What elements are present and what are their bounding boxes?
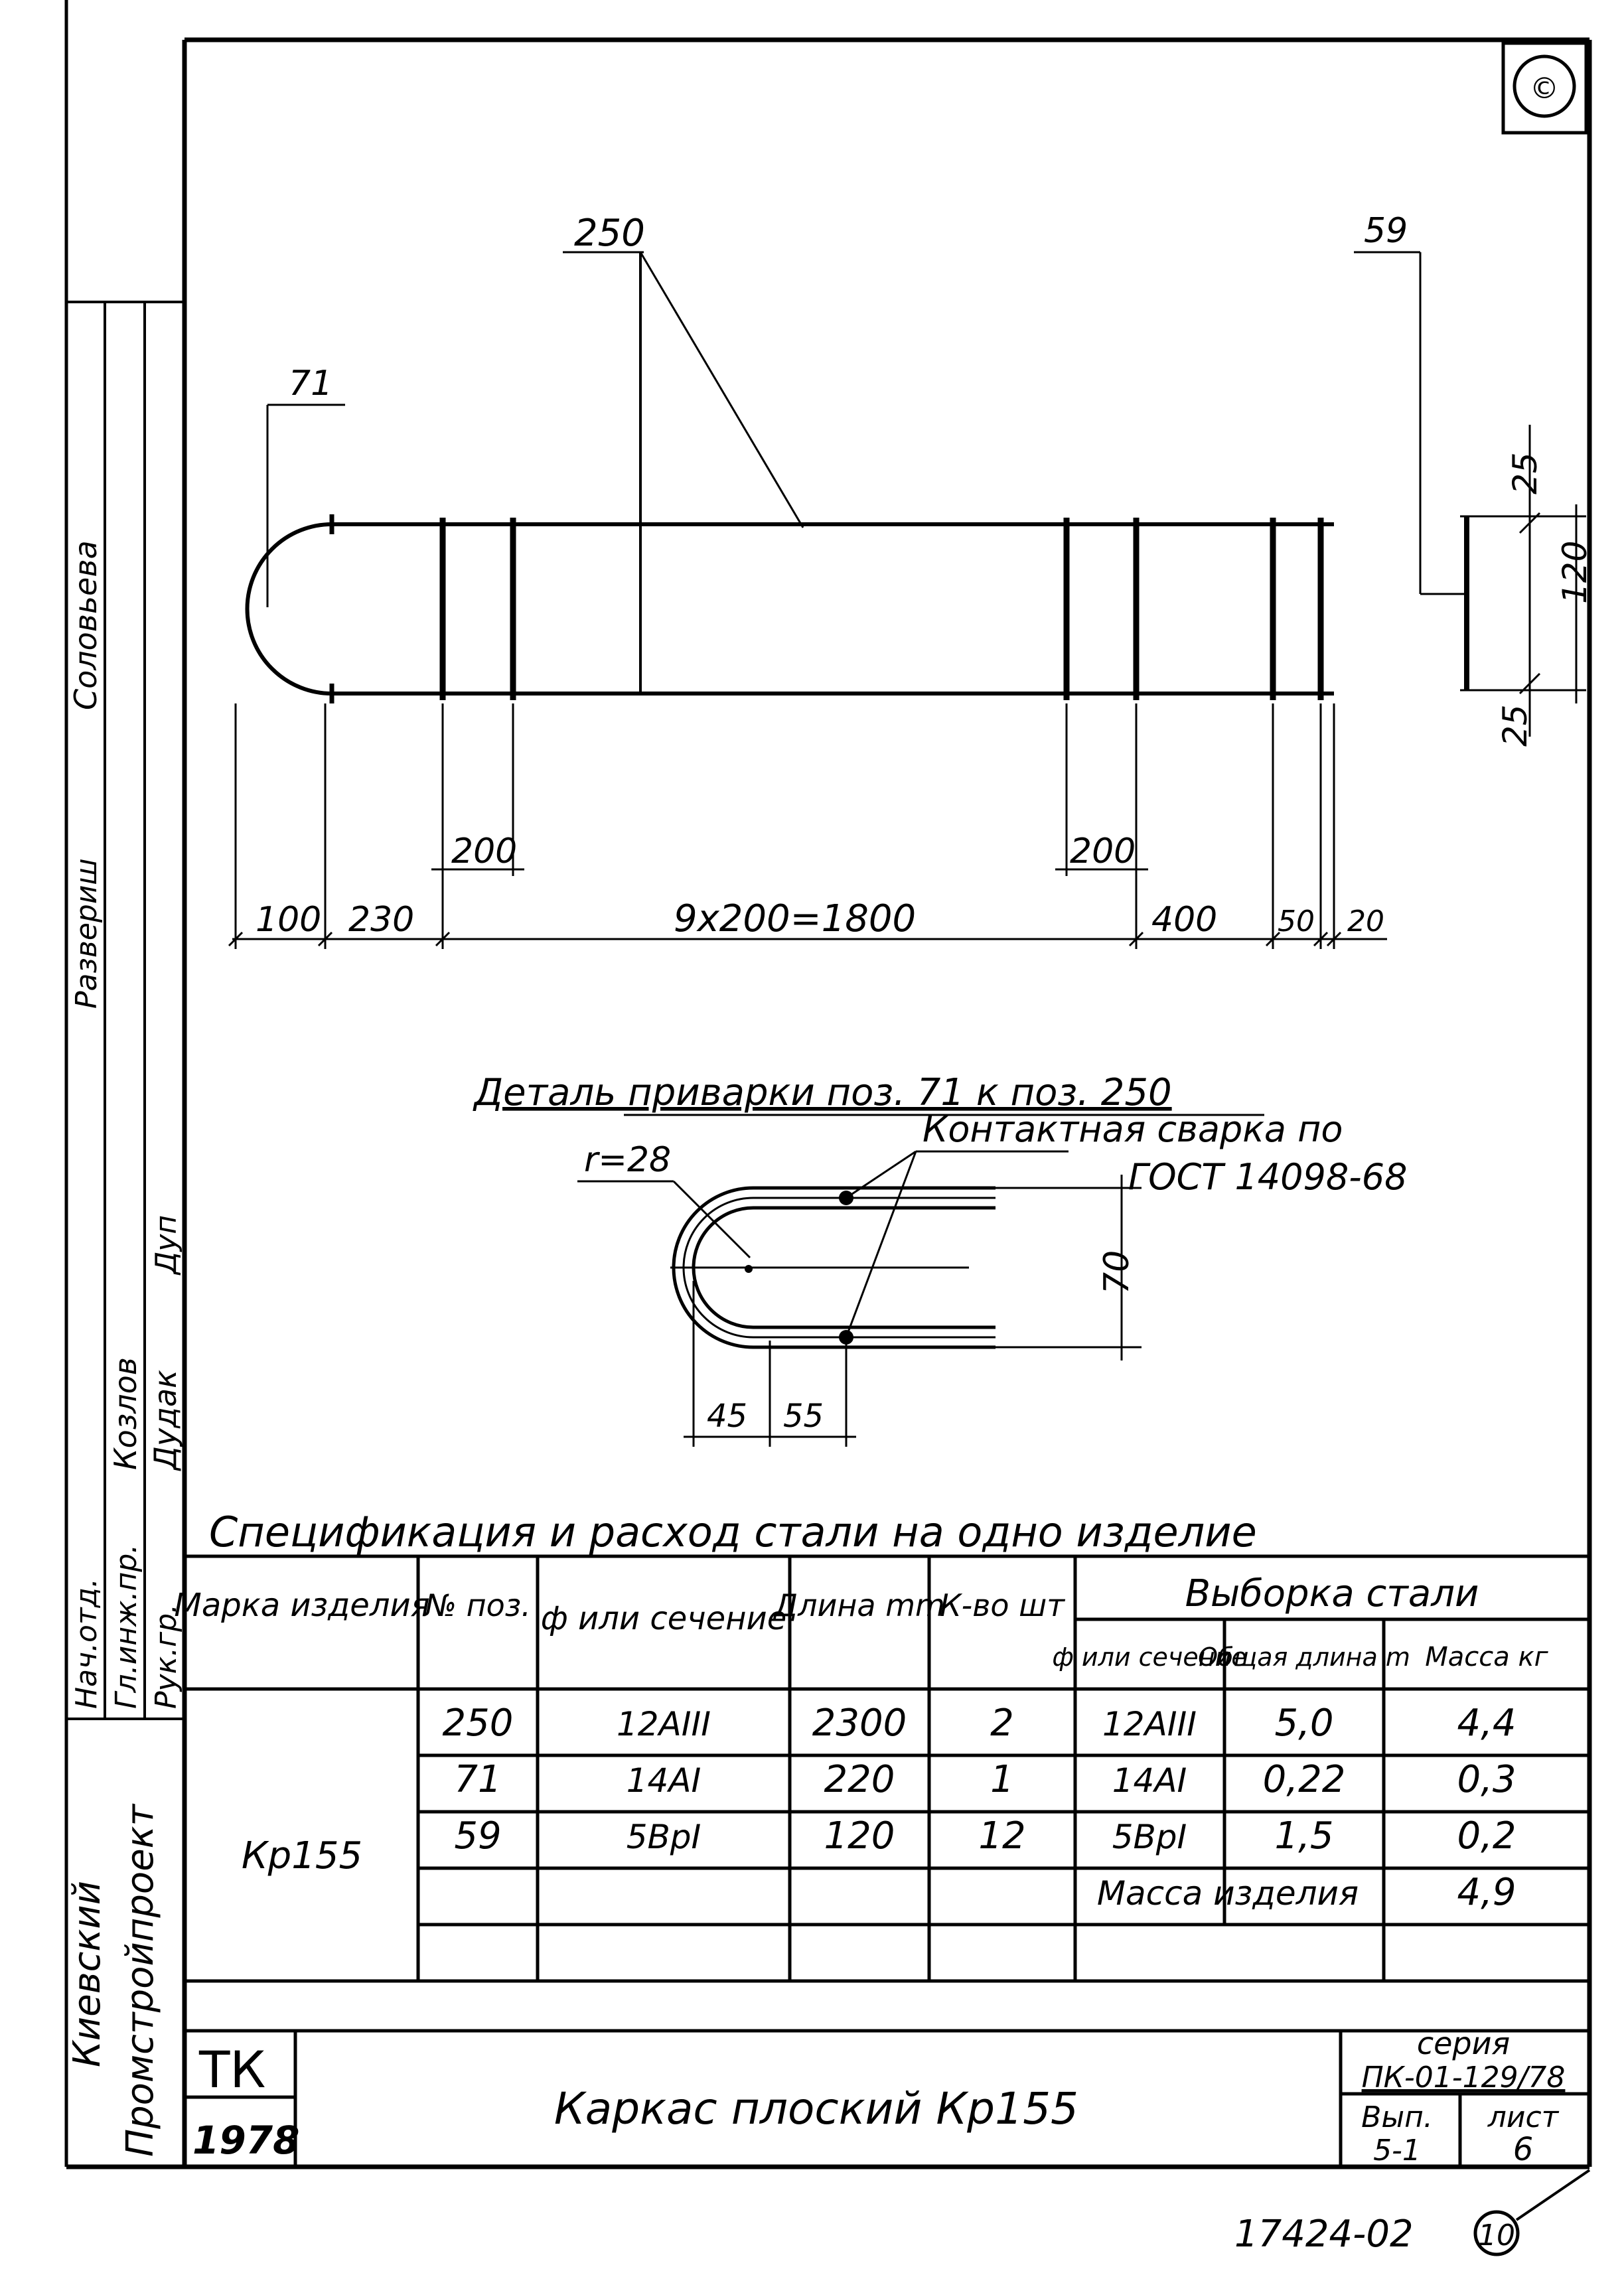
transverse-bars xyxy=(439,518,1324,700)
svg-text:5BpI: 5BpI xyxy=(627,1818,701,1856)
dim-120: 120 xyxy=(1556,541,1594,604)
hdr-qty: К-во шт xyxy=(940,1587,1065,1623)
svg-text:0,2: 0,2 xyxy=(1457,1814,1516,1858)
org-kiev: Киевский xyxy=(66,1881,109,2067)
mark-value: Кр155 xyxy=(242,1834,362,1877)
hdr-s-total: Общая длина m xyxy=(1198,1643,1410,1672)
hdr-mark: Марка изделия xyxy=(174,1587,429,1624)
table-row: 250 12AIII 2300 2 12AIII 5,0 4,4 xyxy=(443,1702,1516,1745)
svg-text:14AI: 14AI xyxy=(1112,1761,1187,1800)
dim-100: 100 xyxy=(256,900,321,940)
stamp-label: © xyxy=(1530,72,1559,106)
series-number: ПК-01-129/78 xyxy=(1362,2061,1566,2094)
name-dudak: Дудак xyxy=(147,1370,183,1471)
hdr-length: Длина mm xyxy=(773,1587,945,1623)
svg-text:250: 250 xyxy=(443,1702,514,1745)
svg-text:1,5: 1,5 xyxy=(1274,1814,1333,1858)
svg-text:5BpI: 5BpI xyxy=(1112,1818,1187,1856)
svg-text:2300: 2300 xyxy=(812,1702,907,1745)
detail-title: Деталь приварки поз. 71 к поз. 250 xyxy=(472,1071,1171,1114)
name-developer: Развериш xyxy=(70,858,104,1009)
svg-text:220: 220 xyxy=(824,1758,895,1801)
svg-text:71: 71 xyxy=(454,1758,501,1801)
volume-value: 5-1 xyxy=(1373,2134,1421,2167)
hdr-pos: № поз. xyxy=(423,1587,531,1623)
hdr-sample: Выборка стали xyxy=(1185,1572,1479,1615)
tk-label: ТК xyxy=(198,2040,265,2099)
hdr-s-mass: Масса кг xyxy=(1425,1642,1548,1672)
name-checker: Дуп xyxy=(149,1215,183,1276)
signature-strip: Нач.отд. Гл.инж.пр. Рук.гр. Соловьева Ко… xyxy=(66,540,183,2157)
total-value: 4,9 xyxy=(1457,1871,1516,1914)
series-label: серия xyxy=(1417,2025,1510,2061)
role-group-lead: Рук.гр. xyxy=(149,1604,183,1709)
name-solovyova: Соловьева xyxy=(68,540,104,710)
svg-text:1: 1 xyxy=(990,1758,1014,1801)
dim-45: 45 xyxy=(707,1398,747,1435)
frame-drawing: 250 71 xyxy=(245,212,1334,703)
svg-text:2: 2 xyxy=(990,1702,1014,1745)
weld-detail: Деталь приварки поз. 71 к поз. 250 r=28 … xyxy=(472,1071,1407,1447)
radius-label: r=28 xyxy=(584,1140,671,1180)
hdr-s-section: ф или сечение xyxy=(1052,1643,1246,1672)
dim-400: 400 xyxy=(1151,900,1217,940)
dim-9x200: 9x200=1800 xyxy=(674,897,916,940)
table-row: 59 5BpI 120 12 5BpI 1,5 0,2 xyxy=(454,1814,1516,1858)
svg-text:0,3: 0,3 xyxy=(1457,1758,1516,1801)
dim-25-top: 25 xyxy=(1506,452,1544,494)
title-block: ТК 1978 Каркас плоский Кр155 серия ПК-01… xyxy=(185,2025,1589,2168)
pos-59-label: 59 xyxy=(1364,211,1408,251)
pos-250-label: 250 xyxy=(574,212,645,255)
pos-71-label: 71 xyxy=(289,364,332,403)
footer-page: 10 xyxy=(1478,2219,1515,2252)
sheet-label: лист xyxy=(1487,2100,1560,2134)
volume-label: Вып. xyxy=(1361,2100,1433,2134)
dim-50: 50 xyxy=(1278,905,1315,938)
dim-200-left: 200 xyxy=(451,832,517,871)
weld-note-line1: Контактная сварка по xyxy=(923,1108,1343,1150)
svg-text:59: 59 xyxy=(454,1814,501,1858)
dim-200-right: 200 xyxy=(1070,832,1136,871)
svg-text:12AIII: 12AIII xyxy=(1102,1705,1197,1743)
svg-text:12AIII: 12AIII xyxy=(617,1705,711,1743)
dim-55: 55 xyxy=(783,1398,824,1435)
year-label: 1978 xyxy=(192,2118,299,2163)
spec-table: Спецификация и расход стали на одно изде… xyxy=(174,1508,1589,2033)
table-row: 71 14AI 220 1 14AI 0,22 0,3 xyxy=(454,1758,1516,1801)
org-promstroy: Промстройпроект xyxy=(119,1804,162,2157)
corner-stamp: © xyxy=(1501,41,1588,135)
footer-code: 17424-02 xyxy=(1234,2213,1414,2256)
spec-title: Спецификация и расход стали на одно изде… xyxy=(209,1508,1257,1556)
total-label: Масса изделия xyxy=(1097,1874,1359,1913)
svg-text:4,4: 4,4 xyxy=(1457,1702,1516,1745)
dim-20: 20 xyxy=(1347,905,1384,938)
dimension-chain: 200 200 100 230 9x200=1800 400 50 20 xyxy=(228,703,1387,949)
name-kozlov: Козлов xyxy=(108,1357,143,1470)
svg-text:5,0: 5,0 xyxy=(1274,1702,1333,1745)
svg-text:12: 12 xyxy=(978,1814,1025,1858)
dim-230: 230 xyxy=(348,900,414,940)
drawing-name: Каркас плоский Кр155 xyxy=(554,2083,1078,2134)
side-view: 59 25 120 25 xyxy=(1354,211,1594,747)
footer: 17424-02 10 xyxy=(1234,2169,1591,2256)
svg-text:0,22: 0,22 xyxy=(1263,1758,1346,1801)
svg-text:14AI: 14AI xyxy=(627,1761,701,1800)
sheet-frame xyxy=(64,0,1592,2169)
role-head: Нач.отд. xyxy=(70,1578,104,1709)
dim-70: 70 xyxy=(1097,1250,1137,1294)
dim-25-bottom: 25 xyxy=(1496,704,1534,747)
sheet-value: 6 xyxy=(1513,2131,1534,2168)
svg-text:120: 120 xyxy=(824,1814,895,1858)
role-chief-engineer: Гл.инж.пр. xyxy=(110,1544,143,1709)
weld-note-line2: ГОСТ 14098-68 xyxy=(1128,1156,1407,1198)
hdr-section: ф или сечение xyxy=(541,1600,787,1637)
